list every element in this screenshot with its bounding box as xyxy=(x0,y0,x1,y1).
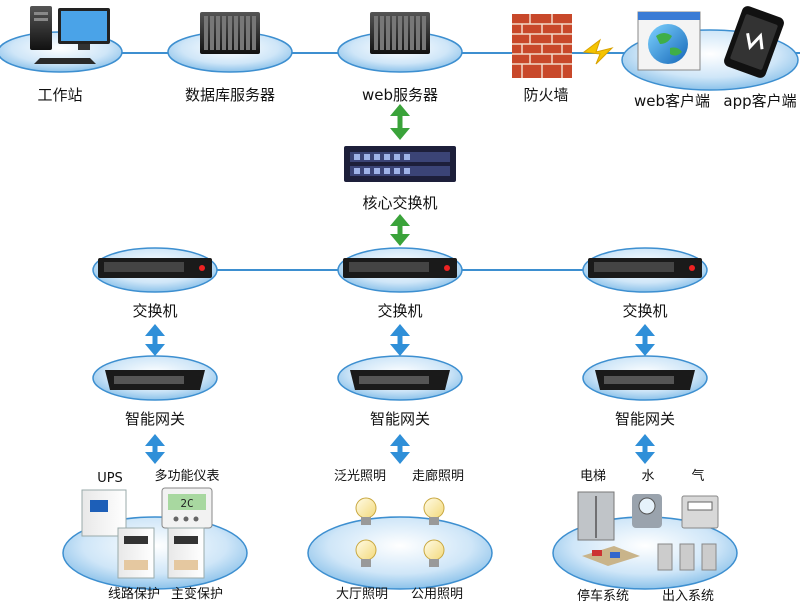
multi-meter-icon: 2C xyxy=(161,487,213,529)
arrow-switch-gateway-left xyxy=(145,324,165,356)
firewall-label: 防火墙 xyxy=(523,86,569,104)
arrow-core-switch xyxy=(390,214,410,246)
web-server-label: web服务器 xyxy=(361,86,439,104)
arrow-switch-gateway-center xyxy=(390,324,410,356)
switch-center xyxy=(337,247,463,293)
arrow-gateway-devices-right xyxy=(635,434,655,464)
switch-left xyxy=(92,247,218,293)
arrow-web-core xyxy=(390,104,410,140)
corridor-light-bulb-icon xyxy=(423,497,445,525)
workstation-icon xyxy=(30,6,110,64)
web-client-label: web客户端 xyxy=(633,92,711,110)
switch-left-label: 交换机 xyxy=(132,302,178,320)
app-client-label: app客户端 xyxy=(723,92,797,110)
water-label: 水 xyxy=(641,469,655,484)
gateway-right-label: 智能网关 xyxy=(614,410,676,428)
switch-right-label: 交换机 xyxy=(622,302,668,320)
flood-light-bulb-icon xyxy=(355,497,377,525)
gateway-left xyxy=(92,355,218,401)
corridor-light-label: 走廊照明 xyxy=(411,469,465,484)
core-switch-icon xyxy=(344,146,456,182)
main-protect-label: 主变保护 xyxy=(170,587,224,602)
arrow-gateway-devices-left xyxy=(145,434,165,464)
access-label: 出入系统 xyxy=(661,589,715,604)
switch-center-label: 交换机 xyxy=(377,302,423,320)
hall-light-label: 大厅照明 xyxy=(335,587,389,602)
public-light-label: 公用照明 xyxy=(410,587,464,602)
elevator-label: 电梯 xyxy=(579,469,607,484)
main-protect-icon xyxy=(167,527,205,579)
switch-right xyxy=(582,247,708,293)
gateway-left-label: 智能网关 xyxy=(124,410,186,428)
ups-label: UPS xyxy=(97,471,123,486)
gas-label: 气 xyxy=(691,469,705,484)
gateway-center-label: 智能网关 xyxy=(369,410,431,428)
core-switch-label: 核心交换机 xyxy=(362,194,438,212)
line-protect-label: 线路保护 xyxy=(107,587,161,602)
db-server-label: 数据库服务器 xyxy=(184,86,276,104)
parking-label: 停车系统 xyxy=(576,589,630,604)
workstation-label: 工作站 xyxy=(37,86,83,104)
line-protect-icon xyxy=(117,527,155,579)
gateway-right xyxy=(582,355,708,401)
firewall-icon xyxy=(512,14,572,78)
arrow-switch-gateway-right xyxy=(635,324,655,356)
access-system-icon xyxy=(657,543,717,571)
center-branch-disc xyxy=(307,516,493,590)
hall-light-bulb-icon xyxy=(355,539,377,567)
public-light-bulb-icon xyxy=(423,539,445,567)
flood-light-label: 泛光照明 xyxy=(333,469,387,484)
gateway-center xyxy=(337,355,463,401)
db-server-icon xyxy=(200,12,260,54)
web-client-icon xyxy=(637,11,701,71)
lightning-icon xyxy=(582,38,614,65)
meter-readout: 2C xyxy=(180,497,193,510)
multi-meter-label: 多功能仪表 xyxy=(154,469,220,484)
web-server-icon xyxy=(370,12,430,54)
water-meter-icon xyxy=(632,494,662,528)
elevator-icon xyxy=(577,491,615,541)
arrow-gateway-devices-center xyxy=(390,434,410,464)
app-client-icon xyxy=(724,6,784,78)
parking-system-icon xyxy=(582,546,640,566)
gas-meter-icon xyxy=(681,495,719,529)
